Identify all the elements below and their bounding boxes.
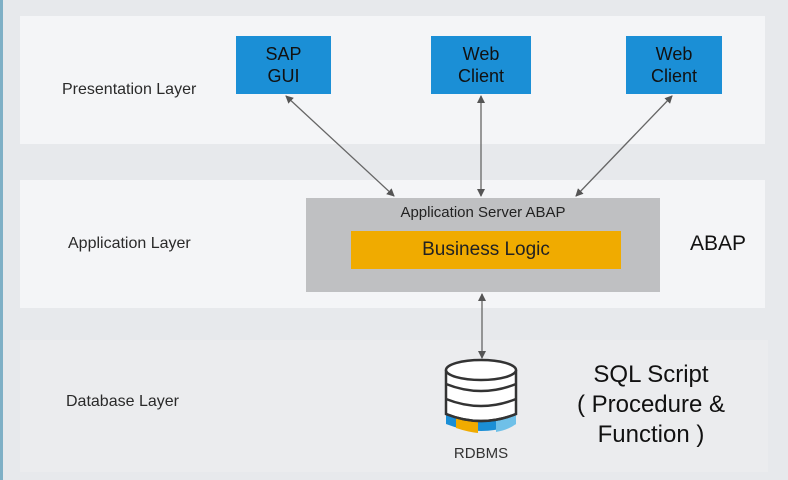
web-client-1-line1: Web xyxy=(462,44,500,64)
presentation-layer-label: Presentation Layer xyxy=(62,81,197,98)
web-client-1-line2: Client xyxy=(457,66,505,86)
arrow-webclient2-server xyxy=(575,95,673,197)
sql-line-1: SQL Script xyxy=(593,361,709,388)
sap-gui-line2: GUI xyxy=(267,66,300,86)
sap-gui-box: SAP GUI xyxy=(236,36,331,94)
database-layer-band xyxy=(20,340,768,472)
web-client-2-line1: Web xyxy=(655,44,693,64)
web-client-box-1: Web Client xyxy=(431,36,531,94)
abap-label: ABAP xyxy=(690,232,747,255)
arrow-sapgui-server xyxy=(285,95,395,197)
database-icon xyxy=(444,358,518,433)
web-client-box-2: Web Client xyxy=(626,36,722,94)
database-layer-label: Database Layer xyxy=(66,393,179,410)
application-server-title: Application Server ABAP xyxy=(400,204,566,221)
left-edge-strip xyxy=(0,0,3,480)
web-client-2-line2: Client xyxy=(650,66,698,86)
sap-gui-line1: SAP xyxy=(265,44,302,64)
sql-line-2: ( Procedure & xyxy=(576,391,726,418)
sql-script-text: SQL Script ( Procedure & Function ) xyxy=(548,360,754,450)
sql-line-3: Function ) xyxy=(597,421,705,448)
business-logic-box: Business Logic xyxy=(351,231,621,269)
rdbms-label: RDBMS xyxy=(453,445,509,462)
application-layer-label: Application Layer xyxy=(68,235,191,252)
application-server-box: Application Server ABAP Business Logic xyxy=(306,198,660,292)
